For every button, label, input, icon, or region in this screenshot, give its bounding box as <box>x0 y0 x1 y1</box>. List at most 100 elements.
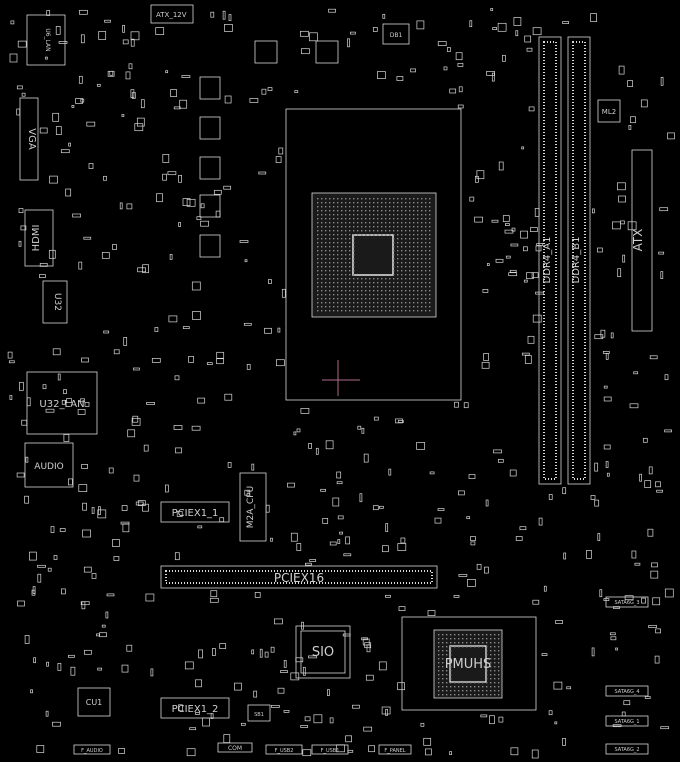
cpu-pad <box>325 302 327 304</box>
cpu-pad <box>425 298 427 300</box>
cpu-pad <box>325 198 327 200</box>
small-component <box>618 195 626 203</box>
small-component <box>173 106 181 110</box>
cpu-pad <box>389 230 391 232</box>
cpu-pad <box>393 230 395 232</box>
small-component <box>633 371 639 375</box>
cpu-pad <box>321 242 323 244</box>
pch-pad <box>490 674 492 676</box>
cpu-pad <box>337 226 339 228</box>
sio-label: SIO <box>312 645 334 660</box>
small-component <box>553 681 563 690</box>
cpu-pad <box>321 230 323 232</box>
cpu-pad <box>353 226 355 228</box>
small-component <box>329 717 334 724</box>
small-component <box>16 85 23 90</box>
small-component <box>271 705 280 708</box>
cpu-pad <box>401 298 403 300</box>
pch-pad <box>474 634 476 636</box>
small-component <box>359 493 363 503</box>
cpu-pad <box>321 238 323 240</box>
small-component <box>443 66 448 71</box>
cpu-pad <box>341 298 343 300</box>
f-usb2-label: F_USB2 <box>275 748 294 754</box>
cpu-pad <box>337 214 339 216</box>
cpu-pad <box>397 198 399 200</box>
small-component <box>151 358 161 363</box>
pch-pad <box>438 634 440 636</box>
pch-pad <box>474 638 476 640</box>
small-component <box>249 98 259 103</box>
cpu-pad <box>425 238 427 240</box>
cpu-pad <box>317 310 319 312</box>
cpu-pad <box>365 302 367 304</box>
small-component <box>519 526 527 531</box>
pch-pad <box>446 662 448 664</box>
small-component <box>277 327 281 333</box>
cpu-pad <box>329 310 331 312</box>
cpu-pad <box>429 286 431 288</box>
small-component <box>33 657 36 664</box>
cpu-pad <box>373 222 375 224</box>
small-component <box>154 327 159 332</box>
cpu-pad <box>337 234 339 236</box>
pch-pad <box>490 690 492 692</box>
cpu-pad <box>389 278 391 280</box>
cpu-pad <box>425 250 427 252</box>
small-component <box>654 655 660 664</box>
cpu-pad <box>397 210 399 212</box>
small-component <box>648 466 653 475</box>
cpu-pad <box>361 226 363 228</box>
cpu-pad <box>417 214 419 216</box>
small-component <box>24 635 30 644</box>
cpu-pad <box>377 234 379 236</box>
small-component <box>621 711 626 717</box>
cpu-pad <box>401 254 403 256</box>
cpu-pad <box>337 242 339 244</box>
cpu-pad <box>401 210 403 212</box>
small-component <box>103 330 110 334</box>
small-component <box>612 221 621 230</box>
cpu-pad <box>377 222 379 224</box>
small-component <box>469 196 475 202</box>
cpu-pad <box>373 214 375 216</box>
small-component <box>623 700 631 706</box>
small-component <box>130 38 135 47</box>
cpu-pad <box>401 198 403 200</box>
cpu-pad <box>421 238 423 240</box>
cpu-pad <box>385 214 387 216</box>
pch-pad <box>494 646 496 648</box>
cpu-pad <box>405 230 407 232</box>
cpu-pad <box>353 302 355 304</box>
small-component <box>81 357 89 363</box>
cpu-pad <box>413 242 415 244</box>
small-component <box>150 668 154 677</box>
cpu-pad <box>329 238 331 240</box>
small-component <box>265 504 270 513</box>
pch-pad <box>462 682 464 684</box>
pch-pad <box>450 662 452 664</box>
pch-pad <box>454 690 456 692</box>
cpu-pad <box>349 306 351 308</box>
cpu-pad <box>357 294 359 296</box>
cpu-pad <box>325 290 327 292</box>
cpu-pad <box>405 202 407 204</box>
cpu-pad <box>389 294 391 296</box>
small-component <box>39 263 48 267</box>
small-component <box>641 597 646 604</box>
cpu-pad <box>325 298 327 300</box>
small-component <box>79 9 88 15</box>
com-header <box>217 742 253 753</box>
small-component <box>135 501 144 506</box>
small-component <box>280 670 288 673</box>
small-component <box>126 203 133 210</box>
small-component <box>57 663 62 671</box>
pch-pad <box>482 682 484 684</box>
pch-pad <box>474 690 476 692</box>
cpu-pad <box>317 270 319 272</box>
cpu-pad <box>381 286 383 288</box>
cpu-pad <box>417 282 419 284</box>
cpu-pad <box>397 298 399 300</box>
small-component <box>143 444 149 452</box>
cpu-pad <box>329 294 331 296</box>
